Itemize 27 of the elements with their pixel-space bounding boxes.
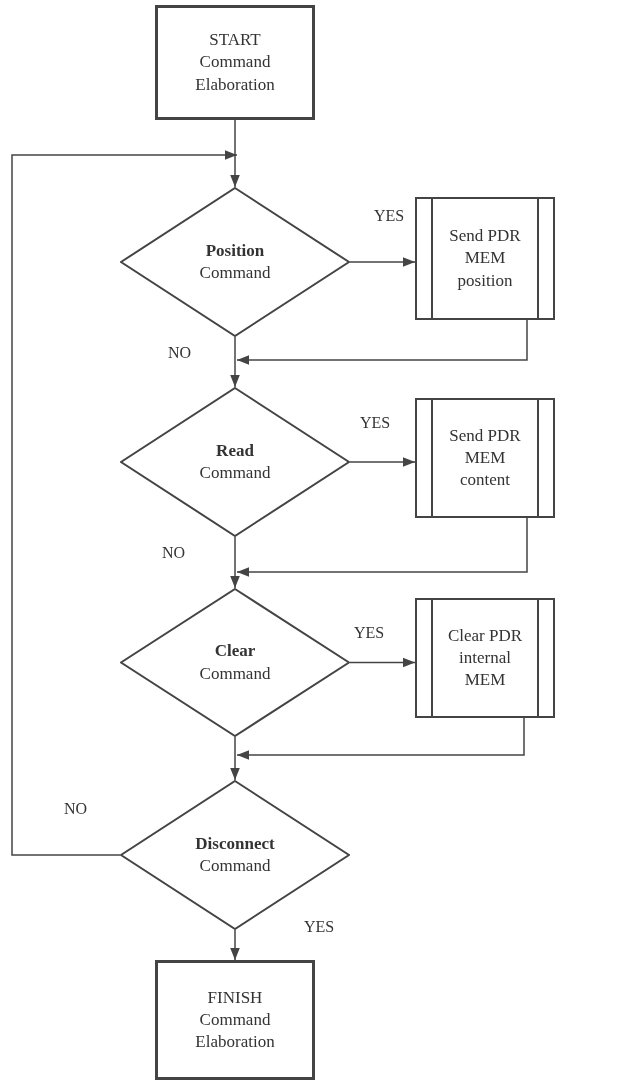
- arrow: [236, 717, 525, 760]
- decision-title: Position: [205, 239, 265, 262]
- arrow: [349, 457, 416, 467]
- process-text: Clear PDR internal MEM: [446, 624, 524, 692]
- terminal-title: FINISH: [207, 986, 263, 1009]
- arrow: [230, 736, 240, 781]
- decision-title: Read: [216, 439, 254, 462]
- process-text: Send PDR MEM position: [448, 225, 522, 292]
- arrow: [349, 257, 416, 267]
- arrow: [230, 929, 240, 961]
- arrow: [349, 657, 416, 668]
- arrow: [230, 336, 240, 388]
- decision-title: Clear: [214, 640, 256, 663]
- arrow: [230, 536, 240, 589]
- arrow: [230, 119, 240, 188]
- terminal-text: Command Elaboration: [194, 51, 276, 96]
- decision-title: Disconnect: [195, 832, 275, 855]
- decision-text: Command: [199, 262, 271, 284]
- decision-text: Command: [199, 662, 271, 685]
- decision-text: Command: [199, 855, 271, 877]
- terminal-text: Command Elaboration: [194, 1008, 276, 1054]
- arrow: [236, 319, 528, 365]
- terminal-title: START: [209, 29, 261, 52]
- decision-text: Command: [199, 462, 271, 484]
- arrow: [11, 150, 238, 856]
- process-text: Send PDR MEM content: [448, 424, 522, 492]
- arrow: [236, 517, 528, 577]
